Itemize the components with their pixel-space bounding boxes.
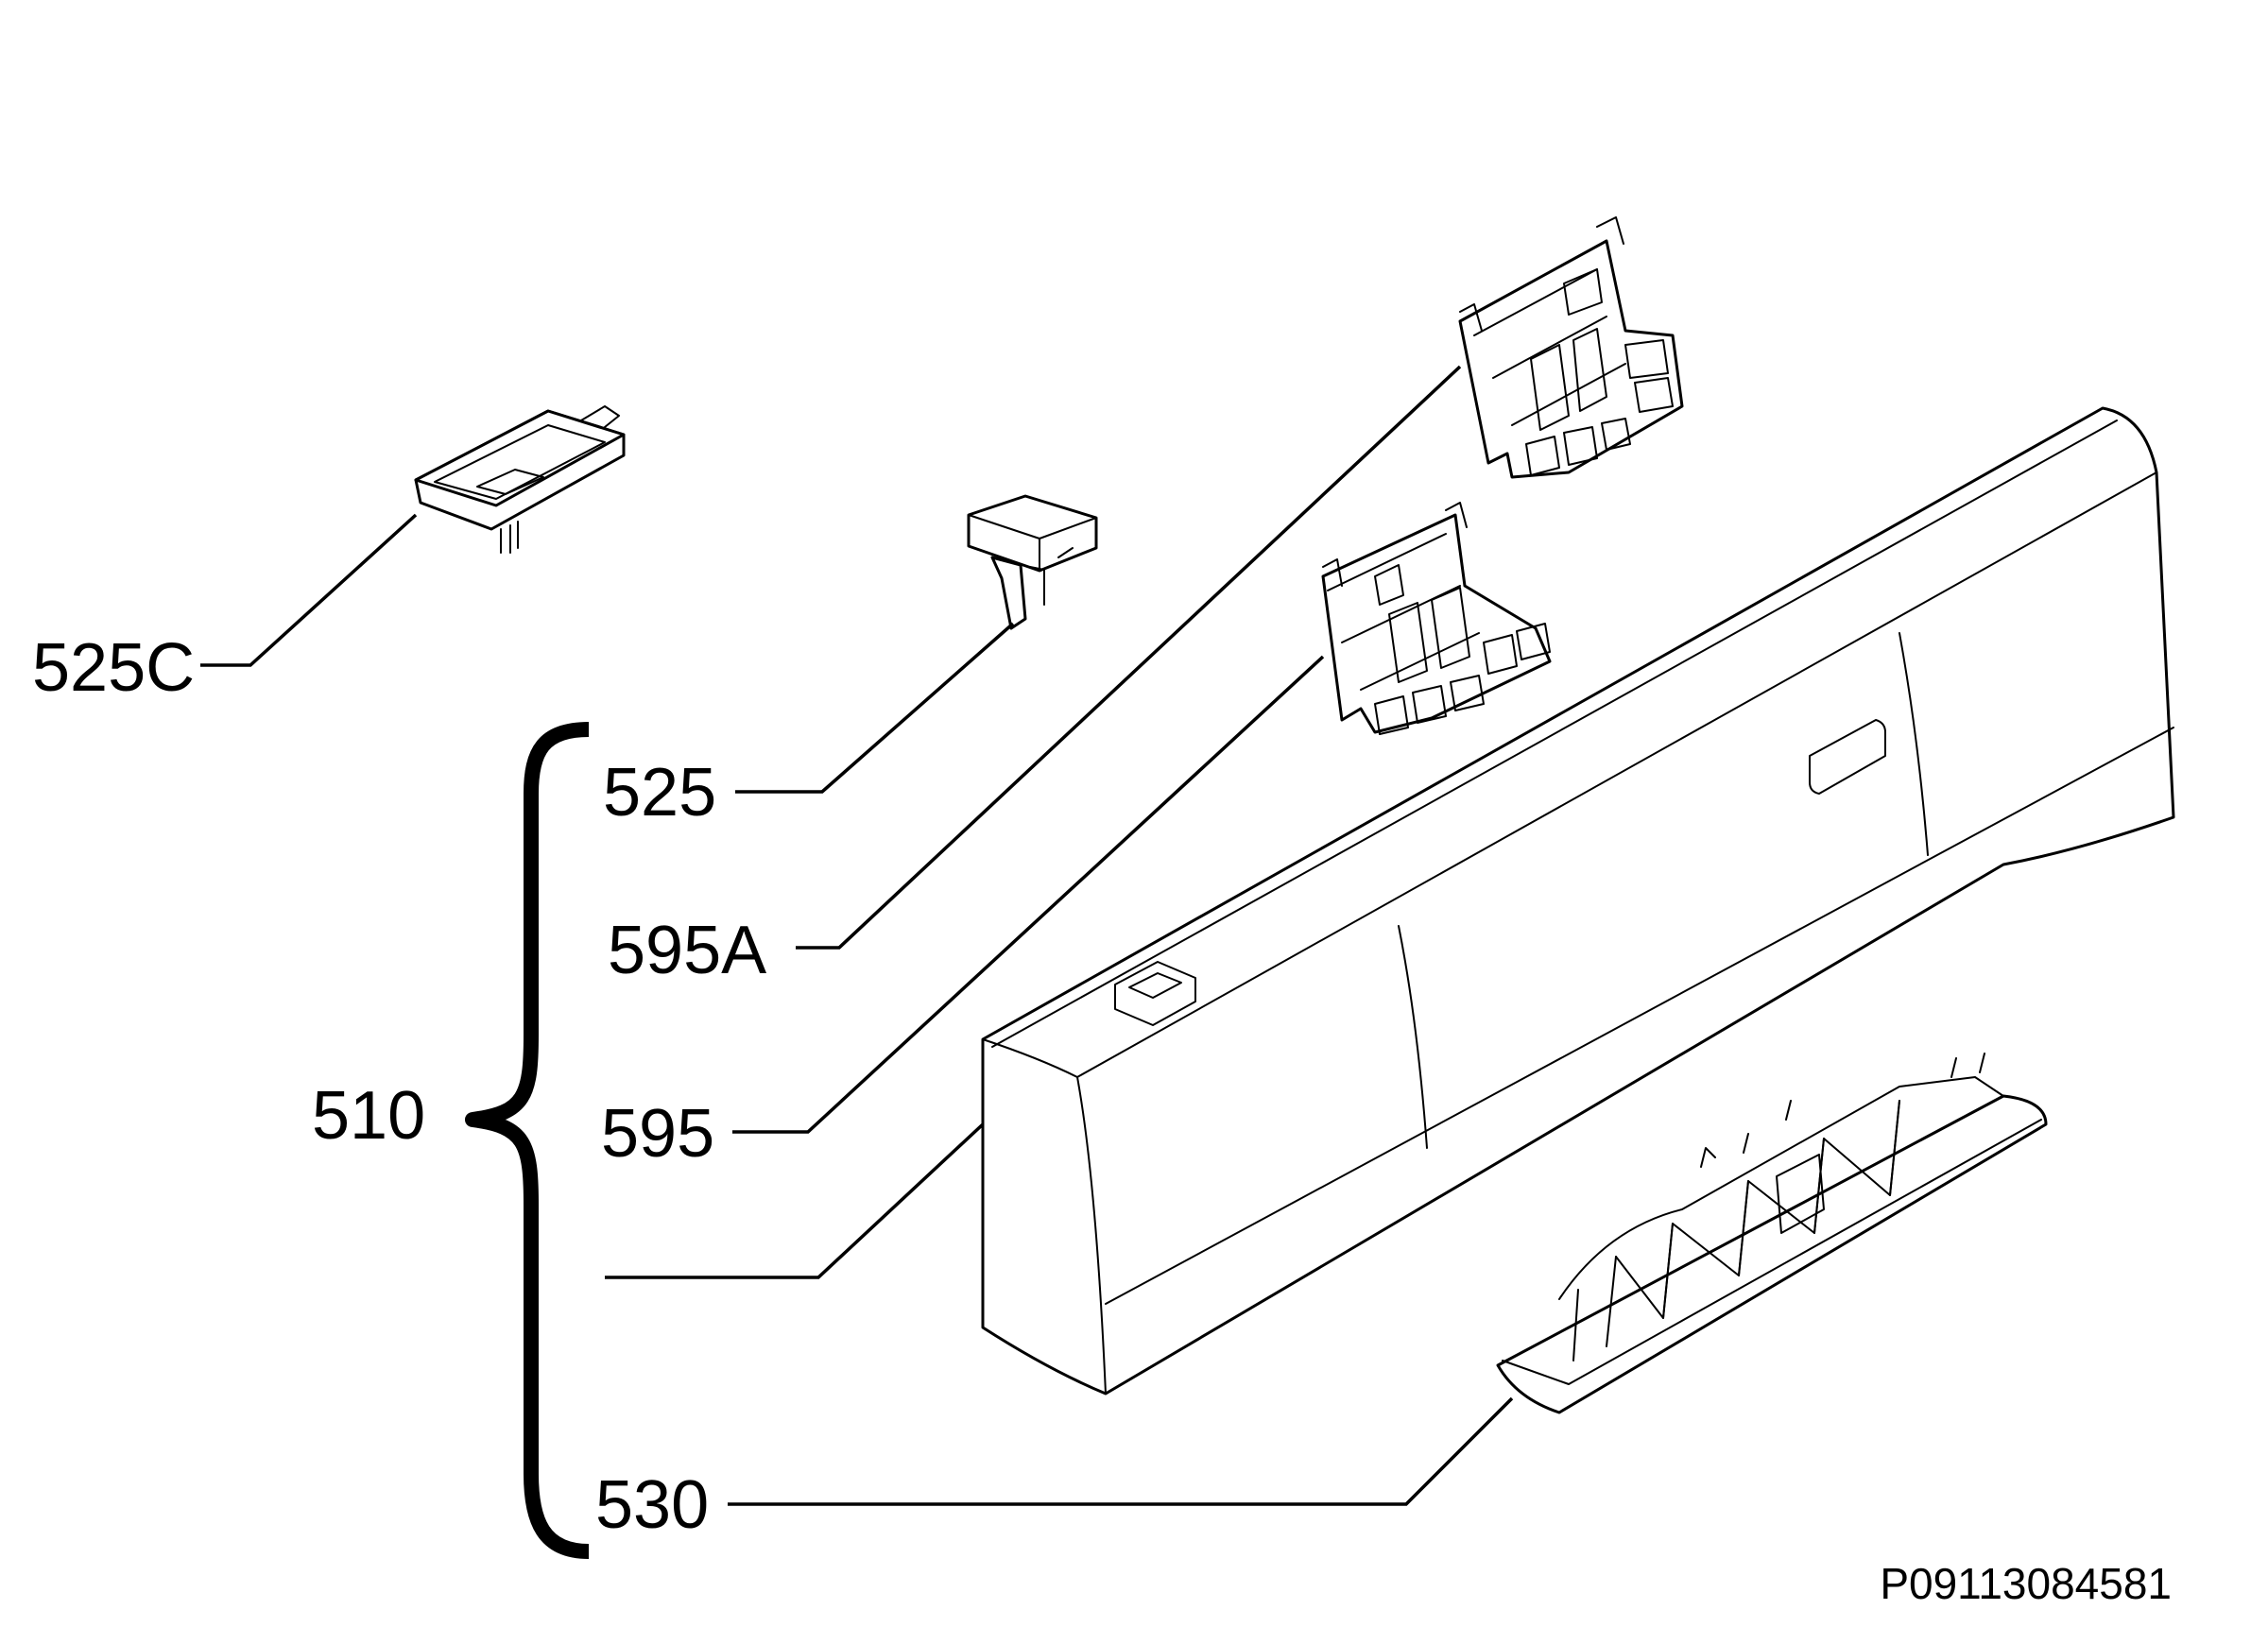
leader-595 bbox=[732, 655, 1325, 1134]
label-595: 595 bbox=[601, 1096, 714, 1172]
label-525c: 525C bbox=[32, 630, 195, 706]
label-595a: 595A bbox=[608, 913, 766, 988]
part-510-control-panel bbox=[981, 406, 2175, 1396]
leader-525 bbox=[735, 622, 1015, 794]
drawing-code: P09113084581 bbox=[1880, 1559, 2172, 1608]
leader-595a bbox=[796, 365, 1462, 950]
part-525c-tray bbox=[414, 405, 626, 554]
label-530: 530 bbox=[595, 1467, 709, 1543]
leader-530 bbox=[728, 1396, 1514, 1506]
label-510: 510 bbox=[312, 1078, 425, 1154]
part-525-button bbox=[967, 494, 1098, 630]
part-530-frame bbox=[1496, 1053, 2048, 1414]
part-595-button-module bbox=[1321, 502, 1552, 735]
leader-lines bbox=[200, 365, 1514, 1506]
leader-510-panel bbox=[605, 1122, 985, 1279]
leader-525c bbox=[200, 513, 418, 667]
part-595a-button-module bbox=[1458, 216, 1684, 479]
group-brace-510 bbox=[465, 722, 590, 1559]
label-525: 525 bbox=[603, 755, 716, 831]
